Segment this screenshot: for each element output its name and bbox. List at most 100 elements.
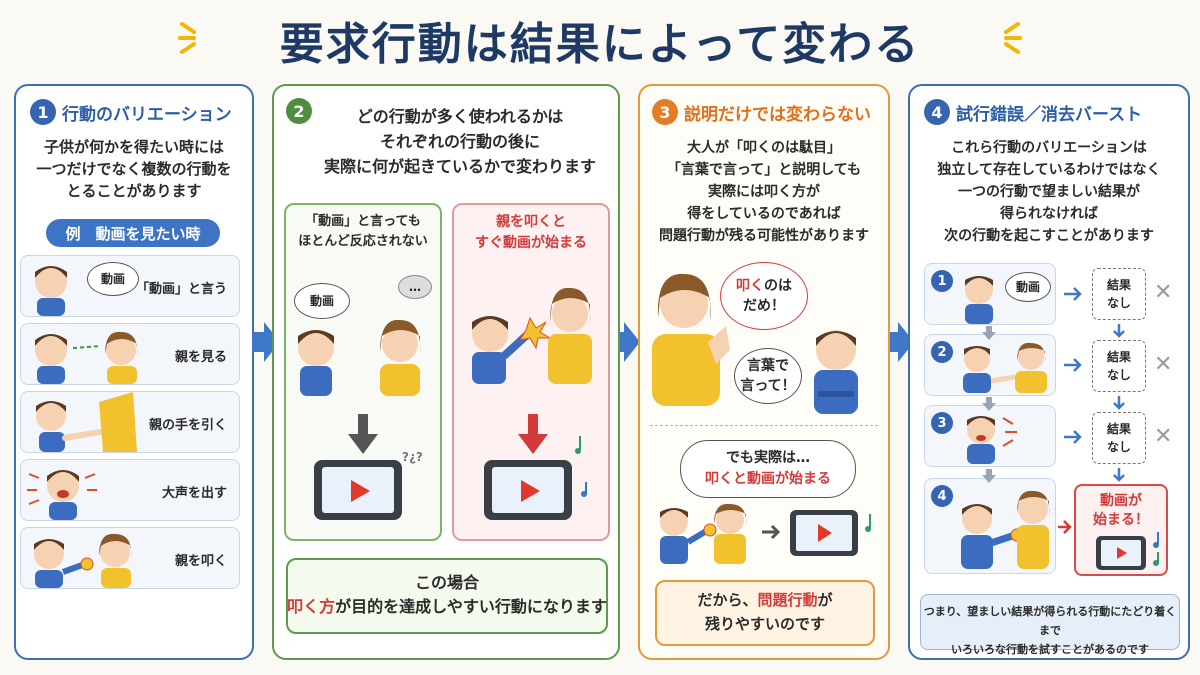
panel4-heading: 試行錯誤／消去バースト [956, 104, 1143, 125]
text-line: 独立して存在しているわけではなく [937, 162, 1161, 178]
arrow-down-icon [982, 469, 996, 483]
ellipsis-bubble: … [398, 275, 432, 299]
parent-scolding-child-illustration [652, 273, 858, 414]
arrow-down-icon [1113, 324, 1125, 338]
panel2-conclusion [286, 558, 608, 634]
panel3-header: 3 説明だけでは変わらない [652, 99, 871, 125]
scenario-caption: 「動画」と言っても ほとんど反応されない [286, 212, 440, 252]
arrow-down-icon [982, 397, 996, 411]
cross-icon: ✕ [1154, 424, 1173, 449]
text-line: とることがあります [66, 182, 202, 200]
confused-mark: ?¿? [402, 450, 423, 464]
text-line: でも実際は… [726, 450, 810, 466]
cross-icon: ✕ [1154, 352, 1173, 377]
step-number: 1 [30, 99, 56, 125]
behavior-label: 親を叩く [174, 554, 227, 569]
text-line: 問題行動が残る可能性があります [659, 228, 869, 244]
arrow-right-icon [252, 322, 280, 362]
page-title: 要求行動は結果によって変わる [279, 19, 921, 70]
child-hitting-parent-icon [34, 533, 132, 588]
step-number: 3 [931, 412, 953, 434]
sparkle-right-icon [1004, 22, 1022, 54]
trial-step-2: 2 [924, 334, 1056, 396]
tablet-video-icon [484, 460, 572, 520]
text-line: 次の行動を起こすことがあります [944, 228, 1154, 244]
text-line: どの行動が多く使われるかは [356, 107, 564, 126]
behavior-row: 親の手を引く [20, 391, 240, 453]
panel1-heading: 行動のバリエーション [62, 104, 232, 125]
tablet-video-icon [1096, 536, 1146, 570]
panel3-body: 大人が「叩くのは駄目」 「言葉で言って」と説明しても 実際には叩く方が 得をして… [644, 137, 884, 247]
text-line: 子供が何かを得たい時には [43, 138, 224, 156]
step-number: 2 [931, 341, 953, 363]
cross-icon: ✕ [1154, 280, 1173, 305]
text-line: なし [1106, 368, 1131, 382]
thought-bubble: でも実際は… 叩くと動画が始まる [680, 440, 856, 498]
arrow-right-icon [1064, 287, 1082, 301]
arrow-down-icon [982, 326, 996, 340]
text-line: それぞれの行動の後に [379, 132, 540, 151]
text-line: 「言葉で言って」と説明しても [666, 162, 862, 178]
text-line: 得られなければ [1000, 206, 1098, 222]
text-fragment: だめ！ [743, 298, 785, 314]
text-fragment: だから、 [697, 591, 758, 609]
arrow-right-icon [886, 322, 914, 362]
text-line: つまり、望ましい結果が得られる行動にたどり着くまで [923, 605, 1177, 637]
speech-bubble: 動画 [87, 262, 139, 296]
text-fragment: が目的を達成しやすい行動になります [335, 597, 607, 616]
divider [650, 425, 878, 426]
child-pulling-hand-icon [36, 392, 137, 452]
text-fragment: のは [764, 278, 792, 294]
sparkle-left-icon [178, 22, 196, 54]
text-line: なし [1106, 440, 1131, 454]
text-line: 実際に何が起きているかで変わります [323, 157, 596, 176]
text-line: 一つの行動で望ましい結果が [958, 184, 1140, 200]
behavior-row: 大声を出す [20, 459, 240, 521]
child-icon [965, 276, 993, 324]
arrow-down-icon [1113, 396, 1125, 410]
arrow-right-icon [1058, 520, 1072, 534]
speech-bubble: 動画 [1005, 272, 1051, 302]
text-line: 始まる！ [1093, 512, 1149, 528]
text-line: 一つだけでなく複数の行動を [36, 160, 232, 178]
panel4-footer [920, 594, 1180, 650]
arrow-down-icon [1113, 468, 1125, 482]
behavior-row: 親を叩く [20, 527, 240, 589]
behavior-row: 動画 「動画」と言う [20, 255, 240, 317]
text-line: 実際には叩く方が [708, 184, 820, 200]
arrow-right-icon [1064, 430, 1082, 444]
text-line: この場合 [414, 573, 479, 592]
trial-step-1: 1 動画 [924, 263, 1056, 325]
music-note-icon [575, 436, 587, 497]
text-fragment: が [817, 591, 833, 609]
text-line: 言葉で [747, 358, 789, 374]
example-pill: 例 動画を見たい時 [46, 219, 220, 247]
highlight: 叩く [736, 278, 764, 294]
panel3-conclusion-text: だから、問題行動が 残りやすいのです [655, 588, 875, 636]
text-line: なし [1106, 296, 1131, 310]
panel1-body: 子供が何かを得たい時には 一つだけでなく複数の行動を とることがあります [20, 136, 248, 202]
result-none-box: 結果なし [1092, 340, 1146, 392]
panel4-body: これら行動のバリエーションは 独立して存在しているわけではなく 一つの行動で望ま… [914, 137, 1184, 247]
child-and-parent-illustration [298, 319, 421, 396]
panel1-header: 1 行動のバリエーション [30, 99, 232, 125]
text-line: 「動画」と言っても [305, 214, 421, 229]
music-note-icon [1153, 532, 1159, 566]
text-line: 叩く方が目的を達成しやすい行動になります [286, 595, 608, 619]
trial-step-4: 4 [924, 478, 1056, 574]
text-line: だから、問題行動が [655, 588, 875, 612]
text-line: 親を叩くと [496, 214, 566, 230]
text-line: 叩くと動画が始まる [705, 471, 831, 487]
text-line: ほとんど反応されない [298, 234, 428, 249]
text-line: 結果 [1106, 422, 1131, 436]
child-hitting-parent-icon [961, 490, 1050, 569]
text-line: 残りやすいのです [704, 615, 825, 633]
step-number: 4 [924, 99, 950, 125]
hitting-leads-to-video-illustration [660, 503, 871, 564]
child-shouting-icon [967, 416, 1017, 464]
goal-text: 動画が 始まる！ [1076, 492, 1166, 530]
panel3-conclusion [655, 580, 875, 646]
goal-video-starts-box: 動画が 始まる！ [1074, 484, 1168, 576]
panel4-header: 4 試行錯誤／消去バースト [924, 99, 1142, 125]
step-number: 4 [931, 485, 953, 507]
